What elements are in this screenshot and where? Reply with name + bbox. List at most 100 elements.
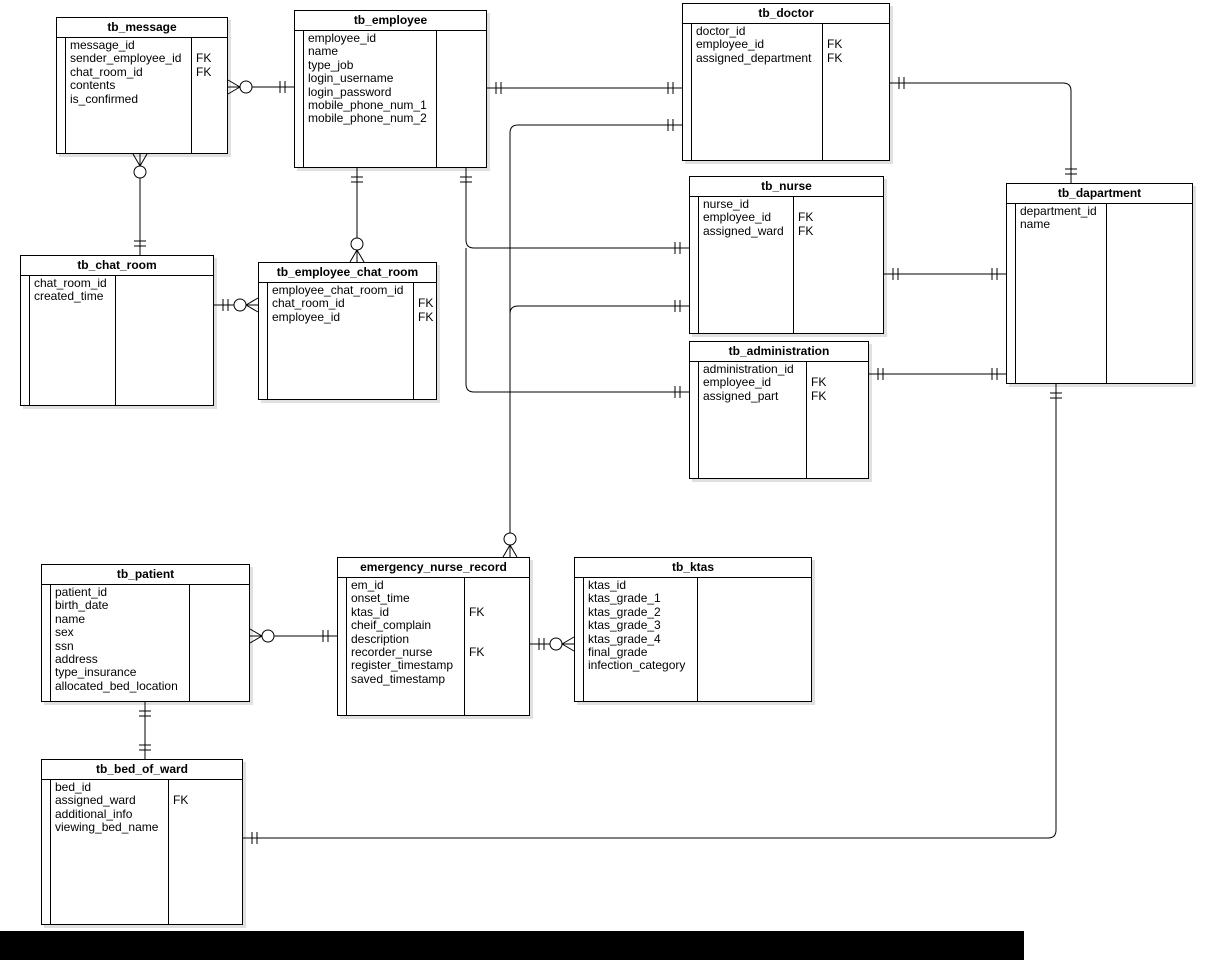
key-column [259, 283, 268, 399]
attribute-key-type [196, 79, 211, 92]
attribute-key-type [827, 25, 842, 38]
edge-patient-bottom-one-only-one [139, 710, 151, 717]
attribute-key-type: FK [798, 223, 814, 238]
edge-doctor-left-one-only-one [667, 82, 674, 94]
edge-bed-dept [243, 384, 1057, 839]
attribute-key-type [469, 579, 484, 592]
attribute-name: contents [70, 78, 116, 93]
entity-title: tb_ktas [575, 558, 811, 578]
key-column [42, 585, 51, 701]
entity-title: tb_dapartment [1007, 184, 1192, 204]
attribute-name: name [55, 611, 86, 626]
attribute-name: em_id [351, 578, 384, 592]
key-column [21, 276, 30, 405]
attribute-name: assigned_ward [703, 223, 784, 238]
attribute-name: birth_date [55, 598, 109, 613]
attribute-name: infection_category [588, 658, 686, 673]
entity-title: tb_nurse [690, 177, 883, 197]
attribute-name: nurse_id [703, 197, 750, 211]
attribute-key-type [798, 198, 813, 211]
edge-nurse-right-one-only-one [892, 268, 899, 280]
attribute-name: mobile_phone_num_2 [308, 111, 427, 126]
attribute-key-type: FK [798, 210, 814, 225]
attribute-name: chat_room_id [70, 64, 143, 79]
edge-ecr-left-crow-foot [245, 297, 259, 313]
attribute-name: sex [55, 625, 74, 640]
attribute-name: doctor_id [696, 24, 746, 38]
bottom-black-bar [0, 931, 1024, 960]
edge-doctor-enr [509, 124, 682, 557]
entity-title: tb_employee_chat_room [259, 263, 436, 283]
attribute-name: login_username [308, 71, 394, 86]
edge-admin-left-one-only-one [674, 386, 681, 398]
attribute-name: employee_id [703, 210, 772, 225]
key-column [690, 362, 699, 478]
entity-title: tb_employee [295, 11, 486, 31]
column-divider [189, 585, 190, 701]
edge-enr-top-crow-foot [502, 544, 518, 558]
entity-title: tb_chat_room [21, 256, 213, 276]
column-divider [464, 578, 465, 715]
attribute-key-type: FK [196, 64, 212, 79]
edge-enr-top-zero-circle [503, 532, 517, 546]
attribute-name: ktas_grade_1 [588, 591, 661, 606]
entity-title: tb_patient [42, 565, 249, 585]
attribute-name: onset_time [351, 591, 410, 606]
attribute-name: assigned_ward [55, 793, 136, 808]
edge-doctor-dept [890, 82, 1072, 183]
attribute-name: chat_room_id [34, 276, 107, 290]
attribute-name: employee_id [308, 31, 377, 45]
attribute-name: name [1020, 217, 1051, 232]
attribute-name: recorder_nurse [351, 644, 433, 659]
entity-title: tb_administration [690, 342, 868, 362]
edge-chatroom-right-one-only-one [222, 299, 229, 311]
attribute-name: ktas_grade_2 [588, 604, 661, 619]
key-column [575, 578, 584, 701]
attribute-key-type [469, 592, 484, 605]
attribute-name: message_id [70, 38, 135, 52]
column-divider [806, 362, 807, 478]
attribute-key-type: FK [469, 604, 485, 619]
attribute-key-type [811, 363, 826, 376]
attribute-key-type [469, 619, 484, 632]
column-divider [168, 780, 169, 924]
entity-title: emergency_nurse_record [338, 558, 529, 578]
key-column [338, 578, 347, 715]
attribute-key-type [196, 93, 211, 106]
attribute-name: employee_id [272, 309, 341, 324]
attribute-name: cheif_complain [351, 618, 432, 633]
attribute-key-type: FK [827, 37, 843, 52]
attribute-key-type [469, 633, 484, 646]
edge-nurse-left-one-only-one [674, 242, 681, 254]
column-divider [793, 197, 794, 333]
attribute-name: register_timestamp [351, 658, 454, 673]
